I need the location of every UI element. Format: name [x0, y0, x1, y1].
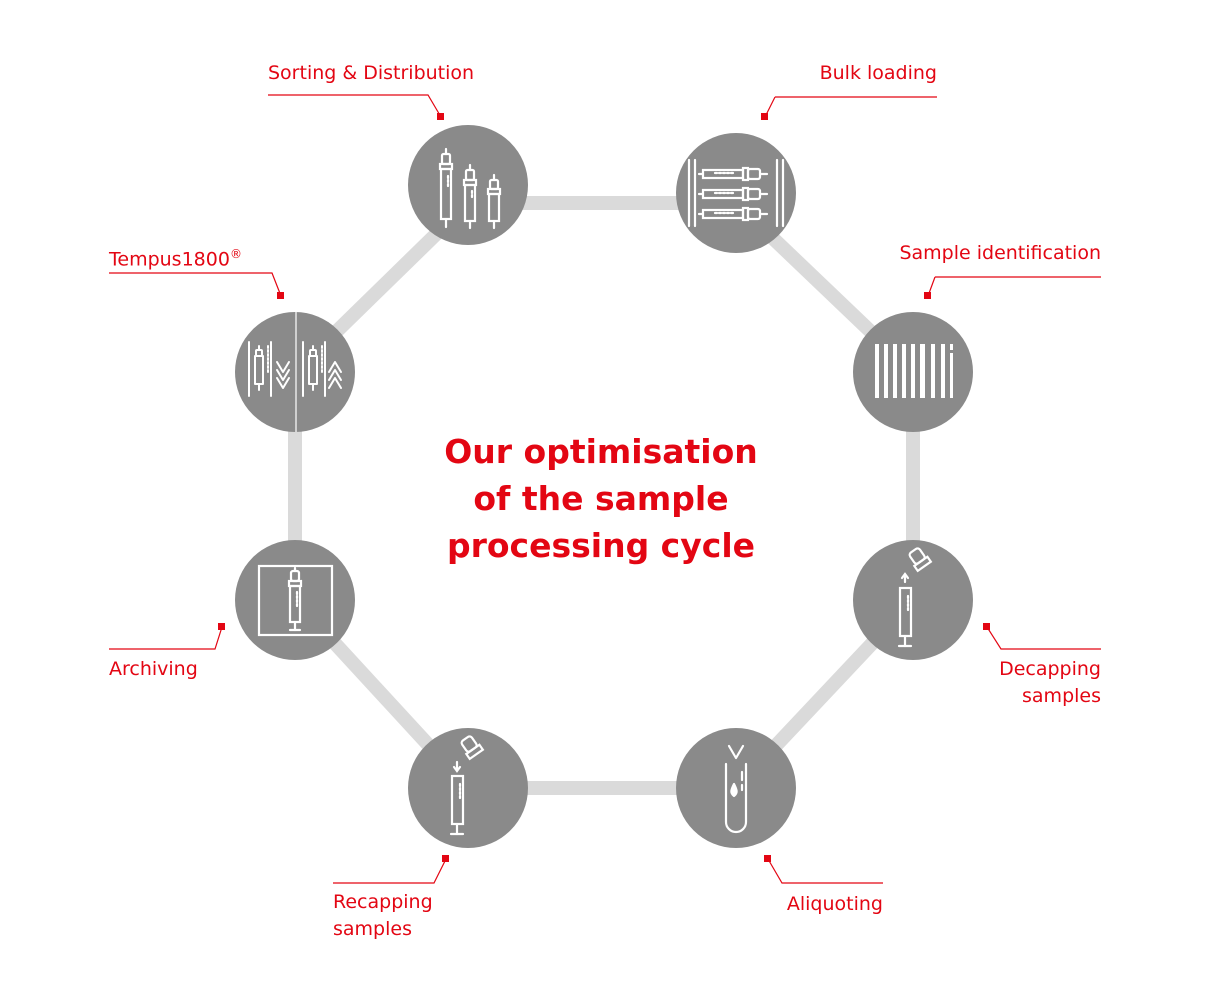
step-node-sorting [408, 125, 528, 245]
step-label-aliquoting: Aliquoting [786, 893, 883, 915]
recap-tube-icon [449, 735, 485, 836]
step-node-aliquoting [676, 728, 796, 848]
step-label-archiving: Archiving [109, 658, 198, 680]
step-label-sorting: Sorting & Distribution [268, 62, 475, 84]
tube-transfer-icon [248, 341, 342, 397]
step-node-recapping [408, 728, 528, 848]
step-node-bulk [676, 133, 796, 253]
three-tubes-icon [438, 147, 502, 230]
aliquot-tube-icon [724, 744, 748, 834]
archive-box-icon [257, 564, 334, 637]
label-leaders [109, 94, 1101, 884]
diagram-title: Our optimisation of the sample processin… [444, 432, 758, 565]
leader-markers [218, 113, 990, 862]
step-node-decapping [853, 540, 973, 660]
step-label-identification: Sample identification [899, 242, 1101, 264]
tube-rack-icon [687, 158, 785, 228]
step-label-tempus: Tempus1800® [109, 247, 242, 271]
step-label-bulk: Bulk loading [819, 62, 937, 84]
step-node-tempus [235, 312, 355, 432]
step-node-identification [853, 312, 973, 432]
decap-tube-icon [897, 547, 933, 648]
step-node-archiving [235, 540, 355, 660]
barcode-icon [875, 344, 953, 398]
